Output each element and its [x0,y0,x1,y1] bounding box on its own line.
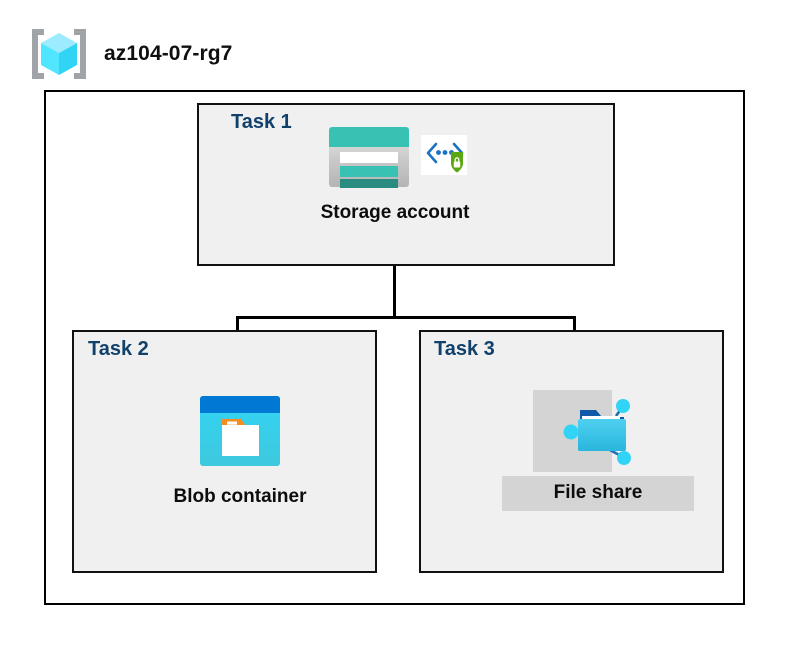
connector-storage-stem [393,266,396,318]
resource-group-header: az104-07-rg7 [28,24,328,84]
file-share-art [558,390,638,472]
task-3-label: Task 3 [434,338,495,360]
storage-account-icon [323,119,415,191]
storage-account-art [323,118,467,192]
connector-horizontal-bar [236,316,576,319]
task-1-label: Task 1 [231,111,292,133]
blob-container-caption: Blob container [173,486,307,507]
blob-container-node: Blob container [150,390,330,508]
resource-group-icon [28,26,90,82]
file-share-node: File share [501,390,695,511]
resource-group-name: az104-07-rg7 [104,42,233,65]
file-share-icon [558,392,638,470]
file-share-caption: File share [501,476,695,511]
secure-endpoint-icon [421,132,467,178]
storage-account-caption: Storage account [320,202,470,223]
storage-account-node: Storage account [290,118,500,224]
blob-container-art [196,390,284,472]
blob-container-icon [196,392,284,470]
task-2-label: Task 2 [88,338,149,360]
